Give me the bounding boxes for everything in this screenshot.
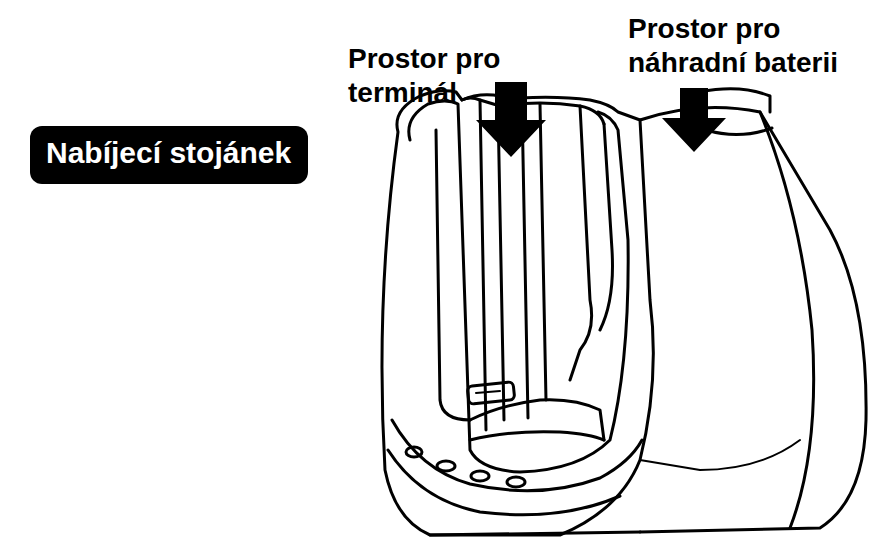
part-label: Prostor pro náhradní baterii (628, 12, 872, 79)
badge-text: Nabíjecí stojánek (46, 136, 292, 171)
pointer-arrow (476, 82, 546, 157)
title-badge: Nabíjecí stojánek (30, 126, 308, 184)
part-label: Prostor pro terminál (348, 42, 548, 109)
pointer-arrow (662, 88, 726, 152)
